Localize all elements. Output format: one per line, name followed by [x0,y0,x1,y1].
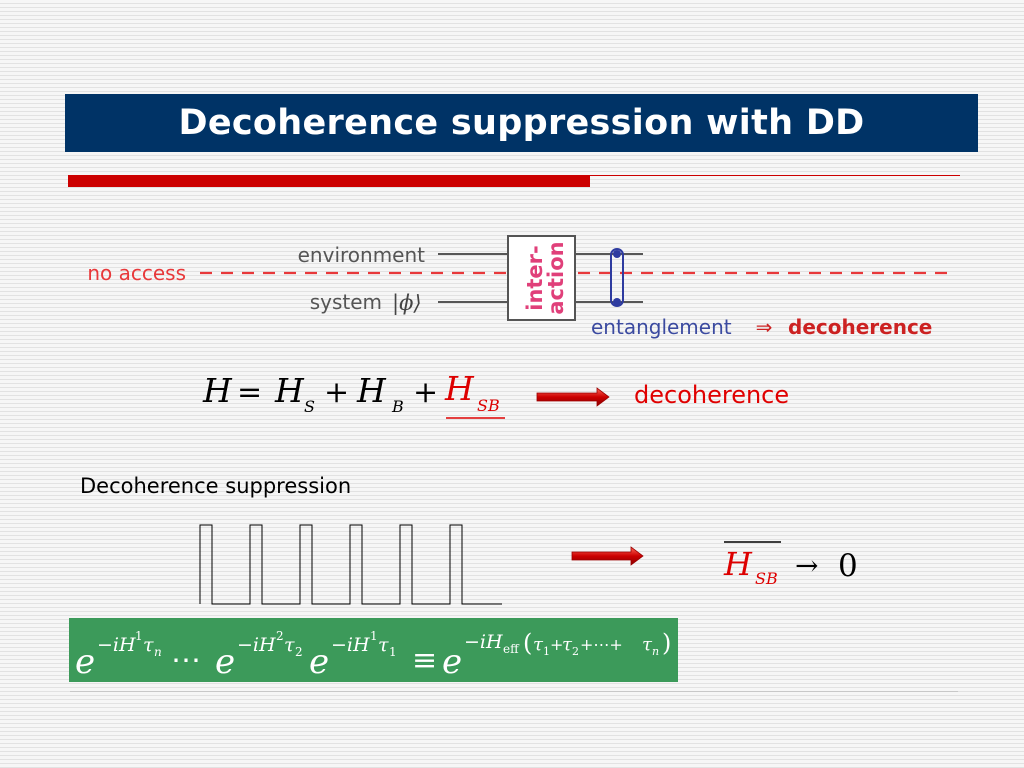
system-label: system [310,290,382,314]
slide-title: Decoherence suppression with DD [65,94,978,152]
hamiltonian-HB: H [356,371,387,410]
formula-sup-1: 1 [135,629,143,643]
hamiltonian-plus-2: + [413,375,438,410]
formula-e-3: e [309,642,329,682]
formula-sub-eff: eff [503,642,520,656]
formula-sub-2: 2 [295,645,303,659]
formula-sum-plus: + [550,635,563,654]
suppression-result: H SB → 0 [723,541,858,588]
decoherence-label: decoherence [634,381,790,409]
formula-sum-plus-dots-plus: +⋯+ [580,635,623,654]
decoherence-diagram-label: decoherence [788,315,932,339]
formula-e-eff: e [442,642,462,682]
formula-sum-sub-1: 1 [543,645,550,658]
formula-tau-3: τ [378,634,389,656]
hamiltonian-sub-SB: SB [477,396,500,415]
interaction-box [507,235,576,321]
formula-sup-3: 1 [370,629,378,643]
title-accent-bar [68,175,590,187]
environment-label: environment [298,243,426,267]
formula-paren-close: ) [662,629,671,657]
bottom-divider [70,691,958,692]
hamiltonian-equation: H = H S + H B + H SB [202,369,505,419]
red-arrow-2-icon [571,546,644,566]
propagator-formula-box: e −iH 1 τ n ⋯ e −iH 2 τ 2 e −iH 1 τ 1 ≡ … [69,618,678,682]
hamiltonian-HS: H [274,371,305,410]
dd-pulse-train [199,524,502,605]
suppression-sub-SB: SB [755,569,778,588]
suppression-H: H [723,545,753,583]
hamiltonian-H: H [202,371,233,410]
decoherence-suppression-label: Decoherence suppression [80,474,352,498]
title-accent-line [590,175,960,176]
formula-exp-1: −iH [97,634,136,656]
formula-sum-sub-2: 2 [572,645,579,658]
hamiltonian-HSB: H [444,369,475,408]
hamiltonian-sub-S: S [304,397,315,416]
formula-equiv: ≡ [412,643,437,678]
formula-exp-3: −iH [331,634,370,656]
implies-arrow-icon: ⇒ [756,315,773,339]
formula-sub-1: 1 [389,645,397,659]
formula-sup-2: 2 [276,629,284,643]
entanglement-label: entanglement [591,315,732,339]
formula-tau-2: τ [284,634,295,656]
formula-exp-eff: −iH [464,631,503,653]
no-access-label: no access [87,261,186,285]
formula-sum-tau-n: τ [642,634,653,655]
hamiltonian-sub-B: B [391,397,404,416]
red-arrow-icon [536,387,610,407]
formula-e-2: e [215,642,235,682]
formula-dots: ⋯ [171,643,201,678]
hamiltonian-equals: = [237,375,262,410]
formula-sum-sub-n: n [652,645,659,658]
tends-to-arrow-icon: → [795,549,818,582]
formula-tau-1: τ [143,634,154,656]
hamiltonian-plus-1: + [324,375,349,410]
system-state-label: |ϕ⟩ [392,291,422,316]
formula-exp-2: −iH [237,634,276,656]
formula-paren-open: ( [523,629,532,657]
slide-title-text: Decoherence suppression with DD [178,103,865,143]
propagator-formula: e −iH 1 τ n ⋯ e −iH 2 τ 2 e −iH 1 τ 1 ≡ … [75,629,671,682]
formula-sum-tau-2: τ [562,634,573,655]
entanglement-dot-top [613,250,621,258]
entanglement-dot-bottom [613,298,621,306]
interaction-label-line1: inter- [523,245,547,311]
interaction-label-line2: action [544,241,568,314]
formula-e-1: e [75,642,95,682]
formula-sum-tau-1: τ [533,634,544,655]
formula-sub-n: n [154,645,162,659]
suppression-zero: 0 [838,548,858,584]
